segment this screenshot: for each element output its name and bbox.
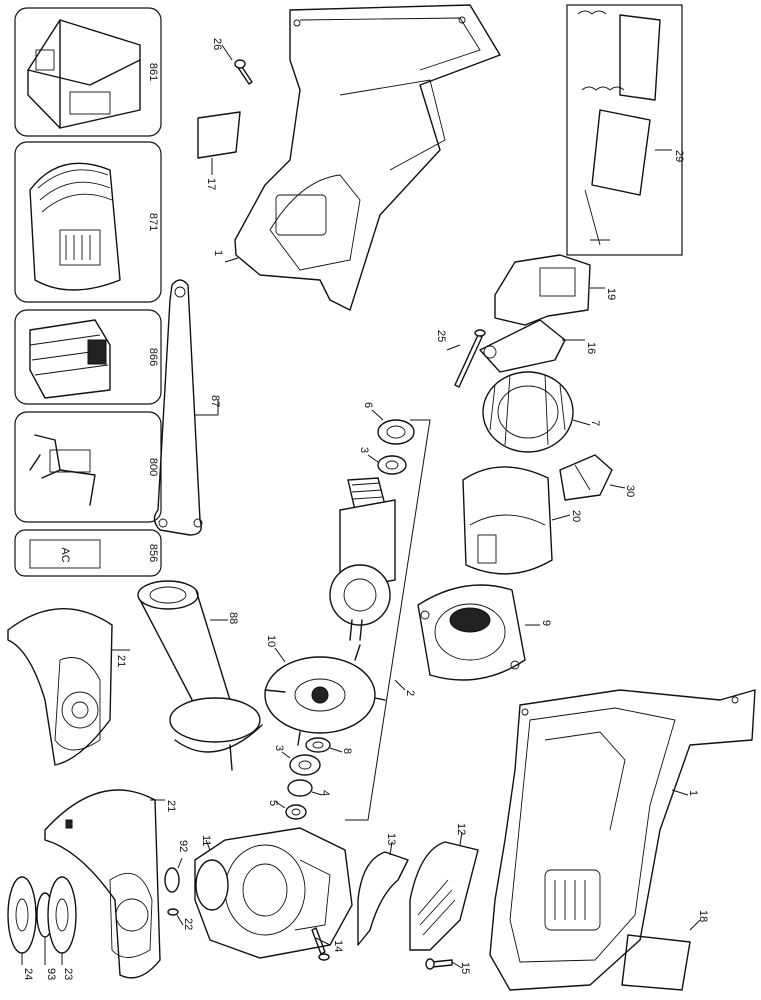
guard-21-bottom: 21: [44, 789, 177, 979]
switch-assembly-29: 29: [566, 4, 685, 256]
kit-box-861: 861: [14, 7, 162, 137]
callout-17: 17: [205, 178, 217, 190]
pin-22: 22: [167, 908, 194, 930]
washer-3-top: 3: [358, 447, 407, 475]
housing-half-1-bottom: 1: [489, 689, 756, 991]
callout-10: 10: [265, 635, 277, 647]
brush-30: 30: [559, 454, 636, 501]
brush-holder-7: 7: [482, 371, 601, 453]
callout-16: 16: [585, 342, 597, 354]
seal-13: 13: [357, 833, 409, 946]
flange-stack: 24 93 23: [7, 876, 77, 980]
callout-861: 861: [147, 63, 159, 81]
callout-92: 92: [177, 840, 189, 852]
callout-12: 12: [455, 823, 467, 835]
screw-25: 25: [435, 329, 486, 388]
screw-14: 14: [311, 927, 344, 961]
callout-3-bottom: 3: [273, 745, 285, 751]
callout-25: 25: [435, 330, 447, 342]
cover-12: 12: [409, 823, 479, 951]
gear-head-11: 11: [194, 827, 353, 959]
callout-866: 866: [147, 348, 159, 366]
callout-88: 88: [227, 612, 239, 624]
callout-3-top: 3: [358, 447, 370, 453]
callout-871: 871: [147, 213, 159, 231]
battery-label-text: AC: [59, 547, 71, 562]
armature-kit-bracket: 2: [345, 419, 431, 821]
callout-15: 15: [459, 962, 471, 974]
armature: [329, 477, 396, 641]
callout-21-bottom: 21: [165, 800, 177, 812]
callout-6: 6: [362, 402, 374, 408]
spanner-wrench-87: 87: [153, 279, 221, 536]
field-20: 20: [462, 466, 582, 575]
callout-7: 7: [589, 420, 601, 426]
label-17: 17: [197, 111, 241, 190]
washer-8: 8: [305, 737, 353, 754]
callout-29: 29: [673, 150, 685, 162]
gear-case-9: 9: [417, 584, 552, 681]
spindle-lock-92: 92: [164, 840, 189, 893]
screw-26: 26: [211, 38, 253, 85]
label-18: 18: [621, 910, 709, 991]
bearing-6: 6: [362, 402, 415, 445]
callout-93: 93: [45, 968, 57, 980]
callout-9: 9: [540, 620, 552, 626]
side-handle-88: 88: [137, 580, 263, 771]
callout-19: 19: [605, 288, 617, 300]
housing-half-1-top: 1: [212, 4, 501, 311]
tool-box-800: 800: [14, 411, 162, 523]
guard-21-top: 21: [7, 607, 130, 766]
callout-18: 18: [697, 910, 709, 922]
washer-3-bottom: 3: [273, 745, 321, 776]
label-box-856: AC 856: [14, 529, 162, 577]
charger-box-871: 871: [14, 141, 162, 303]
battery-box-866: 866: [14, 309, 162, 405]
callout-24: 24: [22, 968, 34, 980]
callout-87: 87: [209, 395, 221, 407]
callout-1-top: 1: [212, 250, 224, 256]
callout-1-bottom: 1: [687, 790, 699, 796]
callout-30: 30: [624, 485, 636, 497]
callout-23: 23: [62, 968, 74, 980]
callout-8: 8: [341, 748, 353, 754]
callout-20: 20: [570, 510, 582, 522]
callout-800: 800: [147, 458, 159, 476]
nut-5: 5: [267, 800, 307, 820]
callout-5: 5: [267, 800, 279, 806]
screw-15: 15: [425, 958, 471, 974]
callout-21-top: 21: [115, 655, 127, 667]
callout-4: 4: [319, 790, 331, 796]
callout-856: 856: [147, 544, 159, 562]
callout-22: 22: [182, 918, 194, 930]
bearing-4: 4: [287, 779, 331, 797]
switch-19: 19: [494, 254, 617, 326]
callout-2: 2: [404, 690, 416, 696]
bearing-plate-10: 10: [264, 635, 386, 746]
callout-11: 11: [200, 835, 212, 846]
callout-14: 14: [332, 940, 344, 952]
callout-26: 26: [211, 38, 223, 50]
callout-13: 13: [385, 833, 397, 845]
brush-plate-16: 16: [479, 319, 597, 373]
